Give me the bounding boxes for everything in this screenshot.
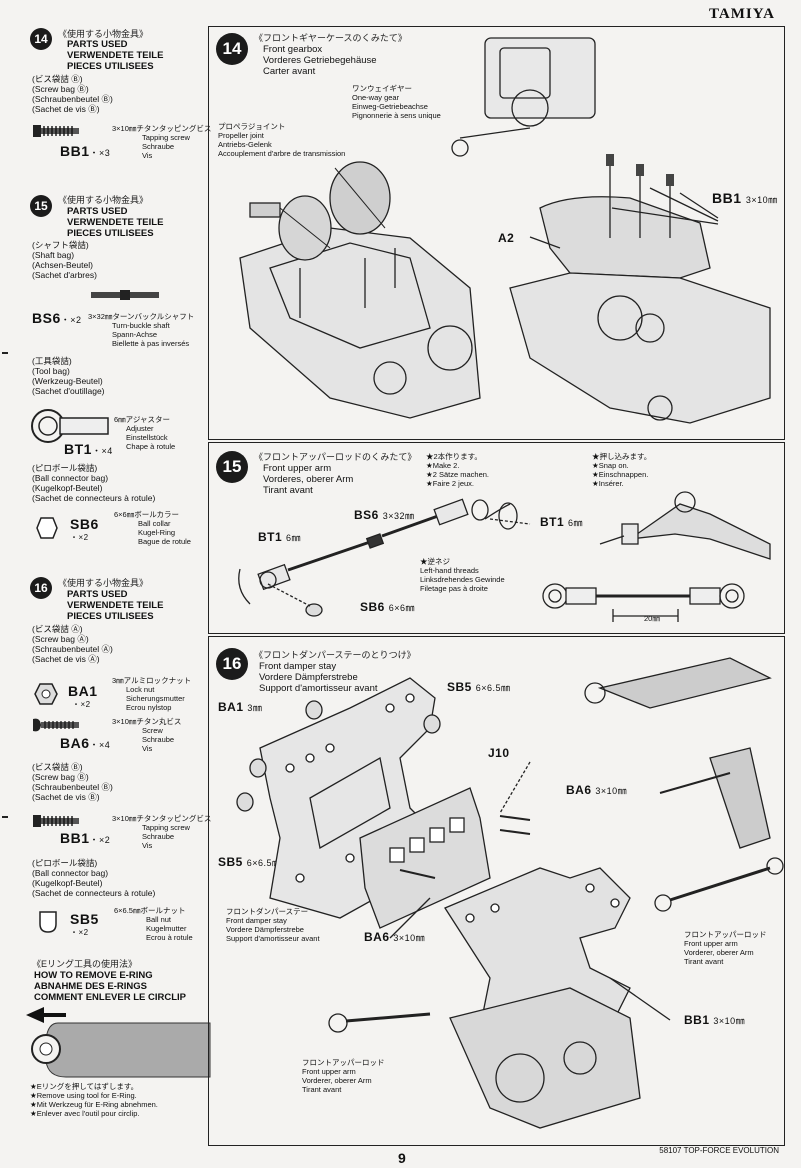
margin-mark [2, 816, 8, 818]
damper-stay-drawing [236, 657, 784, 1129]
ering-instructions: ★Eリングを押してはずします。★Remove using tool for E-… [30, 1082, 158, 1118]
part-code-bs6: BS6・×2 [32, 310, 82, 326]
step-15-badge: 15 [216, 451, 248, 483]
footer-model: 58107 TOP-FORCE EVOLUTION [659, 1146, 779, 1155]
ba6-callout: BA6 3×10㎜ [566, 783, 628, 797]
parts-used-jp: 《使用する小物金具》 [58, 29, 149, 39]
ball-connector-bag-label: (ピロボール袋詰)(Ball connector bag)(Kugelkopf-… [32, 463, 156, 503]
ball-collar-icon [36, 517, 58, 539]
rod-length-dimension: 20㎜ [644, 614, 660, 623]
sb5-callout: SB5 6×6.5㎜ [447, 680, 511, 694]
part-code-sb6: SB6・×2 [70, 516, 99, 542]
panel-16-jp-title: 《フロントダンパーステーのとりつけ》 [254, 650, 416, 660]
parts-used-jp: 《使用する小物金具》 [58, 578, 149, 588]
ba6-callout: BA6 3×10㎜ [364, 930, 426, 944]
front-gearbox-drawing [239, 37, 771, 424]
screw-bag-b-label: (ビス袋詰 Ⓑ)(Screw bag Ⓑ)(Schraubenbeutel Ⓑ)… [32, 762, 113, 802]
ering-tool-illustration [26, 1007, 211, 1078]
round-head-screw-icon [33, 718, 79, 732]
parts-used-jp: 《使用する小物金具》 [58, 195, 149, 205]
page-number: 9 [398, 1150, 406, 1166]
part-code-bb1: BB1・×3 [60, 143, 111, 159]
make-two-note: ★2本作ります。★Make 2.★2 Sätze machen.★Faire 2… [426, 452, 490, 488]
bb1-callout: BB1 3×10㎜ [712, 190, 778, 206]
screw-bag-a-label: (ビス袋詰 Ⓐ)(Screw bag Ⓐ)(Schraubenbeutel Ⓐ)… [32, 624, 113, 664]
brand-logo: TAMIYA [708, 6, 775, 22]
turnbuckle-shaft-icon [91, 290, 159, 300]
j10-callout: J10 [488, 746, 510, 760]
bb1-callout: BB1 3×10㎜ [684, 1013, 746, 1027]
lock-nut-icon [34, 683, 58, 705]
part-code-bt1: BT1・×4 [64, 441, 113, 457]
step-14-panel [208, 26, 785, 440]
bt1-callout: BT1 6㎜ [540, 515, 584, 529]
part-code-sb5: SB5・×2 [70, 911, 99, 937]
sb6-callout: SB6 6×6㎜ [360, 600, 415, 614]
step-14-badge: 14 [30, 28, 52, 50]
a2-callout: A2 [498, 231, 515, 245]
step-16-panel [208, 636, 785, 1146]
adjuster-icon [31, 409, 109, 443]
panel-15-jp-title: 《フロントアッパーロッドのくみたて》 [254, 452, 417, 462]
front-upper-arm-drawing [238, 491, 771, 622]
step-16-badge: 16 [30, 577, 52, 599]
sb5-callout: SB5 6×6.5㎜ [218, 855, 282, 869]
bt1-callout: BT1 6㎜ [258, 530, 302, 544]
panel-14-jp-title: 《フロントギヤーケースのくみたて》 [254, 33, 407, 43]
step-15-badge: 15 [30, 195, 52, 217]
tapping-screw-icon [33, 125, 79, 137]
shaft-bag-label: (シャフト袋詰)(Shaft bag)(Achsen-Beutel)(Sache… [32, 240, 97, 280]
step-14-badge: 14 [216, 33, 248, 65]
tapping-screw-icon [33, 815, 79, 827]
part-code-ba6: BA6・×4 [60, 735, 111, 751]
part-code-bb1: BB1・×2 [60, 830, 111, 846]
screw-bag-b-label: (ビス袋詰 Ⓑ)(Screw bag Ⓑ)(Schraubenbeutel Ⓑ)… [32, 74, 113, 114]
ering-jp-title: 《Eリング工具の使用法》 [32, 959, 138, 969]
step-15-panel [208, 442, 785, 634]
snap-on-note: ★押し込みます。★Snap on.★Einschnappen.★Insérer. [592, 452, 652, 488]
tool-bag-label: (工具袋詰)(Tool bag)(Werkzeug-Beutel)(Sachet… [32, 356, 105, 396]
step-16-badge: 16 [216, 648, 248, 680]
ba1-callout: BA1 3㎜ [218, 700, 263, 714]
ball-nut-icon [39, 911, 57, 933]
part-code-ba1: BA1・×2 [68, 683, 98, 709]
ball-connector-bag-label: (ピロボール袋詰)(Ball connector bag)(Kugelkopf-… [32, 858, 156, 898]
bs6-callout: BS6 3×32㎜ [354, 508, 415, 522]
margin-mark [2, 352, 8, 354]
